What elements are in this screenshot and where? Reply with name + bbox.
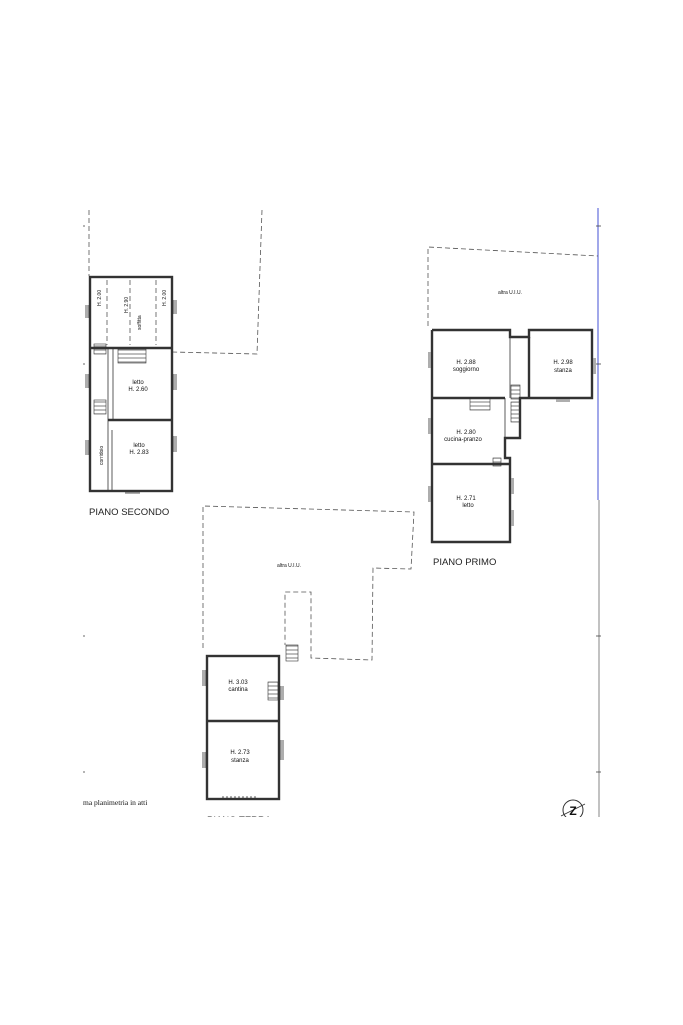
second-letto-b-name: letto: [133, 443, 145, 449]
second-letto-b-height: H. 2.83: [129, 450, 149, 456]
second-floor-stairs: [93, 343, 147, 415]
ground-altra-uiu-label: altra U.I.U.: [277, 563, 301, 569]
footer-note: ma planimetria in atti: [83, 798, 147, 807]
second-corridoio-label: corridoio: [99, 446, 105, 465]
second-letto-a-name: letto: [132, 380, 144, 386]
first-letto-height: H. 2.71: [456, 496, 476, 502]
first-floor-plan: altra U.I.U. H. 2.88 soggiorno H. 2.98 s…: [427, 246, 599, 568]
ground-floor-stairs: [267, 644, 299, 701]
ground-floor-title: PIANO TERRA: [207, 815, 272, 826]
ground-stanza-height: H. 2.73: [230, 750, 250, 756]
first-floor-stairs: [469, 384, 521, 467]
ground-cantina-height: H. 3.03: [228, 680, 248, 686]
north-arrow-icon: Z: [560, 799, 586, 818]
second-floor-plan: H. 2.00 H. 2.90 soffitta H. 2.00 letto H…: [85, 209, 263, 518]
first-floor-title: PIANO PRIMO: [433, 557, 496, 568]
first-stanza-name: stanza: [554, 368, 572, 374]
second-soffitta-label: soffitta: [137, 315, 143, 330]
north-arrow-letter: Z: [569, 804, 576, 818]
first-soggiorno-name: soggiorno: [453, 367, 480, 373]
first-soggiorno-height: H. 2.88: [456, 360, 476, 366]
first-altra-uiu-label: altra U.I.U.: [498, 290, 522, 296]
first-cucina-name: cucina-pranzo: [444, 437, 482, 443]
ground-cantina-name: cantina: [228, 687, 248, 693]
second-h200-right-label: H. 2.00: [162, 290, 168, 306]
first-cucina-height: H. 2.80: [456, 430, 476, 436]
second-h290-label: H. 2.90: [124, 297, 130, 313]
first-letto-name: letto: [462, 503, 474, 509]
second-letto-a-height: H. 2.60: [128, 387, 148, 393]
second-floor-title: PIANO SECONDO: [89, 507, 169, 518]
second-h200-left-label: H. 2.00: [97, 290, 103, 306]
first-stanza-height: H. 2.98: [553, 360, 573, 366]
ground-floor-plan: altra U.I.U. H. 3.03 cantina H. 2.73 sta…: [202, 505, 415, 826]
ground-stanza-name: stanza: [231, 758, 249, 764]
